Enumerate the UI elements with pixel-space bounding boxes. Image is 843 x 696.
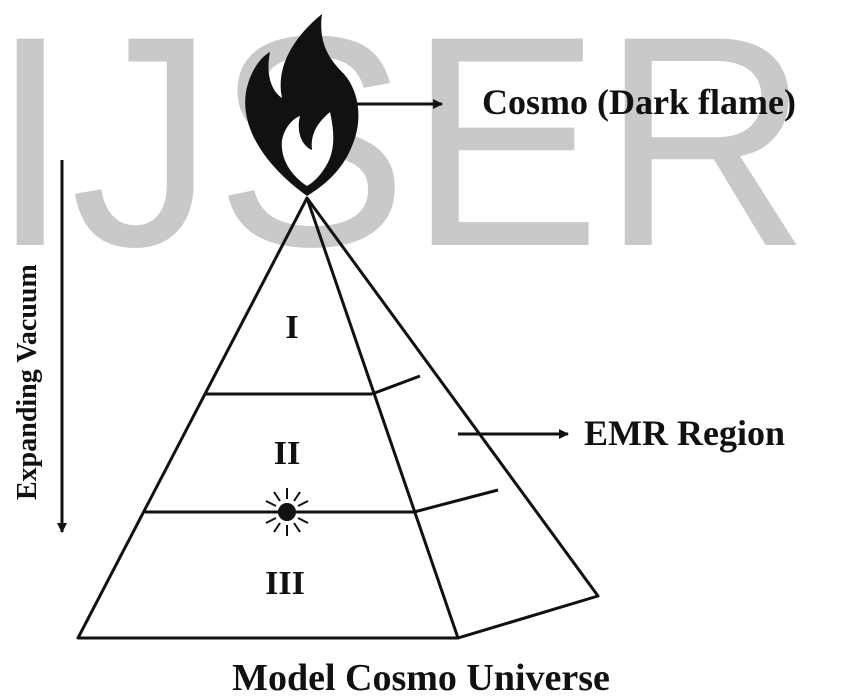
pyramid-front-face: [76, 196, 460, 640]
flame-icon: [245, 14, 359, 196]
emr-label: EMR Region: [584, 413, 785, 453]
caption: Model Cosmo Universe: [232, 657, 610, 696]
pyramid: [76, 196, 600, 640]
pyramid-band-2-side: [413, 488, 499, 514]
vacuum-label: Expanding Vacuum: [12, 264, 43, 500]
pyramid-side-face: [305, 197, 600, 640]
region-label-iii: III: [265, 565, 305, 602]
pyramid-band-1-side: [371, 374, 421, 396]
radiating-point-icon: [263, 488, 311, 536]
region-label-i: I: [285, 309, 298, 346]
watermark-text: IJSER: [0, 0, 810, 309]
region-label-ii: II: [274, 435, 300, 472]
flame-label: Cosmo (Dark flame): [482, 82, 796, 122]
